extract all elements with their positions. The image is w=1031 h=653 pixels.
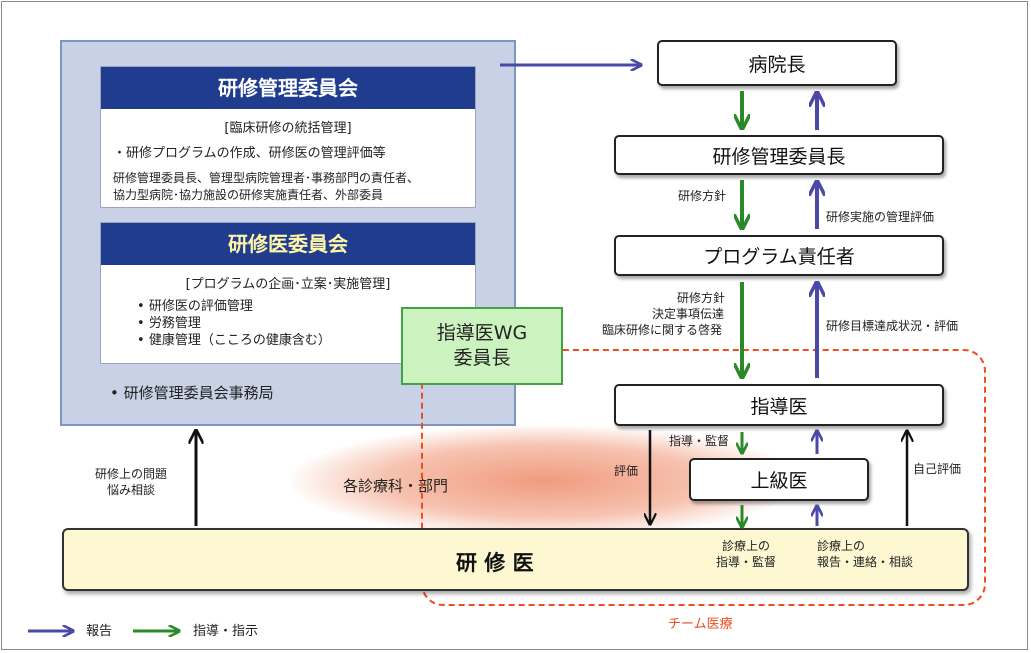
training-committee-box: 研修管理委員会 [臨床研修の統括管理] ・研修プログラムの作成、研修医の管理評価… — [100, 66, 476, 208]
committee-chair-box: 研修管理委員長 — [614, 135, 944, 175]
resident-committee-item: 健康管理（こころの健康含む） — [101, 332, 475, 349]
label-clinical-report-2: 報告・連絡・相談 — [817, 555, 914, 569]
resident-committee-item: 研修医の評価管理 — [101, 298, 475, 315]
label-clinical-guidance-1: 診療上の — [721, 539, 770, 553]
label-goal-evaluation: 研修目標達成状況・評価 — [826, 319, 959, 333]
committee-office: • 研修管理委員会事務局 — [110, 384, 274, 402]
label-enlightenment: 臨床研修に関する啓発 — [602, 323, 723, 337]
label-consultation-1: 研修上の問題 — [94, 467, 167, 481]
hospital-director-box: 病院長 — [657, 40, 897, 86]
label-clinical-report-1: 診療上の — [817, 539, 866, 553]
label-clinical-guidance: 診療上の 指導・監督 — [708, 538, 784, 570]
resident-box: 研 修 医 — [62, 528, 969, 591]
supervisor-wg-box: 指導医WG 委員長 — [401, 307, 563, 385]
hospital-director-label: 病院長 — [748, 53, 806, 76]
training-committee-title: 研修管理委員会 — [101, 67, 475, 109]
committee-chair-label: 研修管理委員長 — [712, 145, 846, 168]
training-committee-role: [臨床研修の統括管理] — [224, 121, 352, 136]
resident-committee-title: 研修医委員会 — [101, 223, 475, 265]
label-policy-2: 研修方針 — [677, 291, 726, 305]
label-decisions: 決定事項伝達 — [652, 307, 725, 321]
program-director-label: プログラム責任者 — [703, 246, 855, 268]
supervisor-wg-line1: 指導医WG — [436, 322, 528, 344]
program-director-box: プログラム責任者 — [614, 235, 944, 276]
label-clinical-guidance-2: 指導・監督 — [715, 555, 776, 569]
training-committee-members-2: 協力型病院･協力施設の研修実施責任者、外部委員 — [113, 188, 384, 202]
label-eval-management: 研修実施の管理評価 — [826, 210, 935, 224]
training-committee-item: ・研修プログラムの作成、研修医の管理評価等 — [113, 146, 386, 161]
resident-committee-item: 労務管理 — [101, 315, 475, 332]
legend-guidance-label: 指導・指示 — [193, 624, 259, 639]
supervising-doctor-box: 指導医 — [614, 384, 944, 426]
resident-committee-role: [プログラムの企画･立案･実施管理] — [185, 277, 391, 292]
label-consultation: 研修上の問題 悩み相談 — [86, 466, 176, 498]
training-committee-members-1: 研修管理委員長、管理型病院管理者･事務部門の責任者、 — [113, 171, 420, 185]
supervising-doctor-label: 指導医 — [750, 395, 808, 418]
label-policy-1: 研修方針 — [678, 189, 727, 203]
senior-doctor-box: 上級医 — [689, 458, 869, 501]
label-clinical-report: 診療上の 報告・連絡・相談 — [817, 538, 913, 570]
resident-label: 研 修 医 — [456, 551, 534, 575]
resident-committee-box: 研修医委員会 [プログラムの企画･立案･実施管理] 研修医の評価管理 労務管理 … — [100, 222, 476, 364]
label-evaluation: 評価 — [614, 464, 639, 478]
team-medicine-region — [421, 349, 986, 606]
label-consultation-2: 悩み相談 — [106, 483, 155, 497]
label-self-evaluation: 自己評価 — [913, 462, 962, 476]
label-guide-supervise: 指導・監督 — [669, 434, 730, 448]
legend-report-label: 報告 — [86, 624, 113, 639]
senior-doctor-label: 上級医 — [750, 470, 808, 492]
team-medicine-label: チーム医療 — [668, 617, 733, 632]
supervisor-wg-line2: 委員長 — [453, 347, 511, 369]
